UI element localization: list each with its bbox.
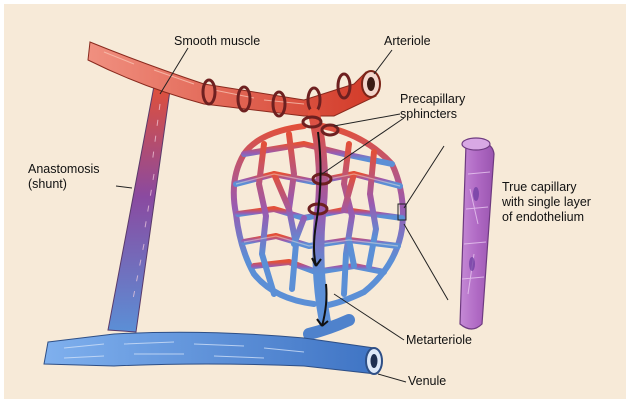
blood-flow-arrows bbox=[311, 131, 329, 327]
label-arteriole: Arteriole bbox=[384, 34, 431, 48]
smooth-muscle-rings bbox=[201, 72, 352, 118]
venule-vessel bbox=[43, 331, 383, 375]
arteriole-vessel bbox=[87, 41, 381, 117]
label-true-capillary: True capillary with single layer of endo… bbox=[502, 180, 591, 224]
leader-lines bbox=[115, 47, 449, 383]
label-anastomosis: Anastomosis (shunt) bbox=[28, 162, 100, 191]
label-venule: Venule bbox=[408, 374, 447, 388]
label-precapillary-sphincters: Precapillary sphincters bbox=[400, 92, 466, 121]
label-metarteriole: Metarteriole bbox=[406, 333, 472, 347]
diagram-frame: Smooth muscle Arteriole Precapillary sph… bbox=[4, 4, 626, 399]
capillary-bed-diagram bbox=[43, 41, 495, 383]
label-smooth-muscle: Smooth muscle bbox=[174, 34, 261, 48]
true-capillary-magnified bbox=[459, 137, 495, 330]
anastomosis-shunt-vessel bbox=[107, 85, 171, 333]
